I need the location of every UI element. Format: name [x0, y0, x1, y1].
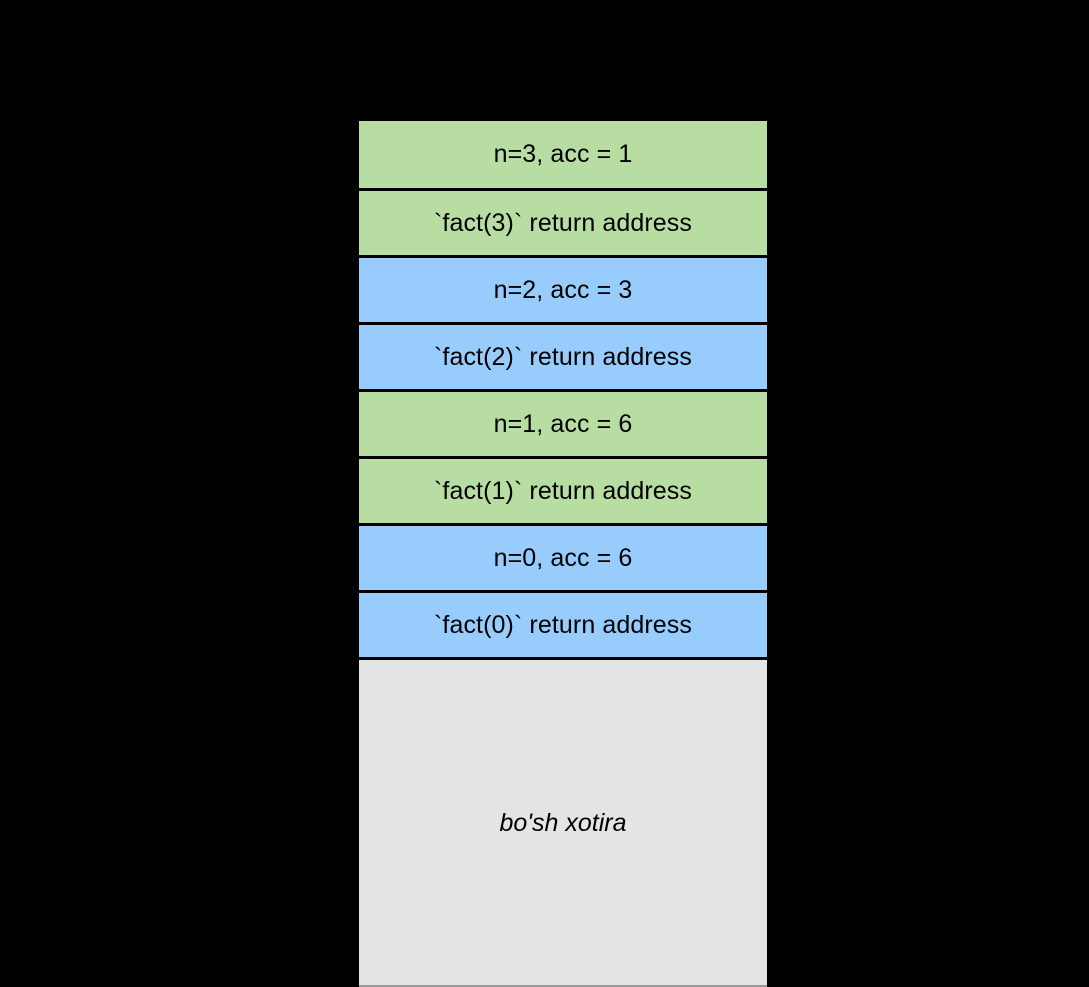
stack-row-label: n=3, acc = 1	[493, 140, 633, 168]
free-memory-label: bo'sh xotira	[499, 809, 627, 837]
stack-row-label: n=1, acc = 6	[493, 409, 633, 438]
stack-row: `fact(0)` return address	[359, 590, 767, 657]
stack-row-label: n=2, acc = 3	[493, 275, 633, 304]
stack-row: `fact(1)` return address	[359, 456, 767, 523]
stack-row-label: `fact(1)` return address	[433, 476, 693, 505]
stack-row: n=3, acc = 1	[359, 121, 767, 188]
stack-frame-list: n=3, acc = 1 `fact(3)` return address n=…	[359, 121, 767, 657]
stack-row: n=0, acc = 6	[359, 523, 767, 590]
stack-row-label: `fact(2)` return address	[433, 342, 693, 371]
stack-row: `fact(3)` return address	[359, 188, 767, 255]
stack-row-label: n=0, acc = 6	[493, 543, 633, 572]
stack-row-label: `fact(0)` return address	[433, 610, 693, 639]
stack-row: `fact(2)` return address	[359, 322, 767, 389]
stack-row-label: `fact(3)` return address	[433, 208, 693, 237]
free-memory-block: bo'sh xotira	[359, 657, 767, 987]
stack-row: n=2, acc = 3	[359, 255, 767, 322]
stack-row: n=1, acc = 6	[359, 389, 767, 456]
call-stack-diagram: n=3, acc = 1 `fact(3)` return address n=…	[359, 121, 767, 987]
